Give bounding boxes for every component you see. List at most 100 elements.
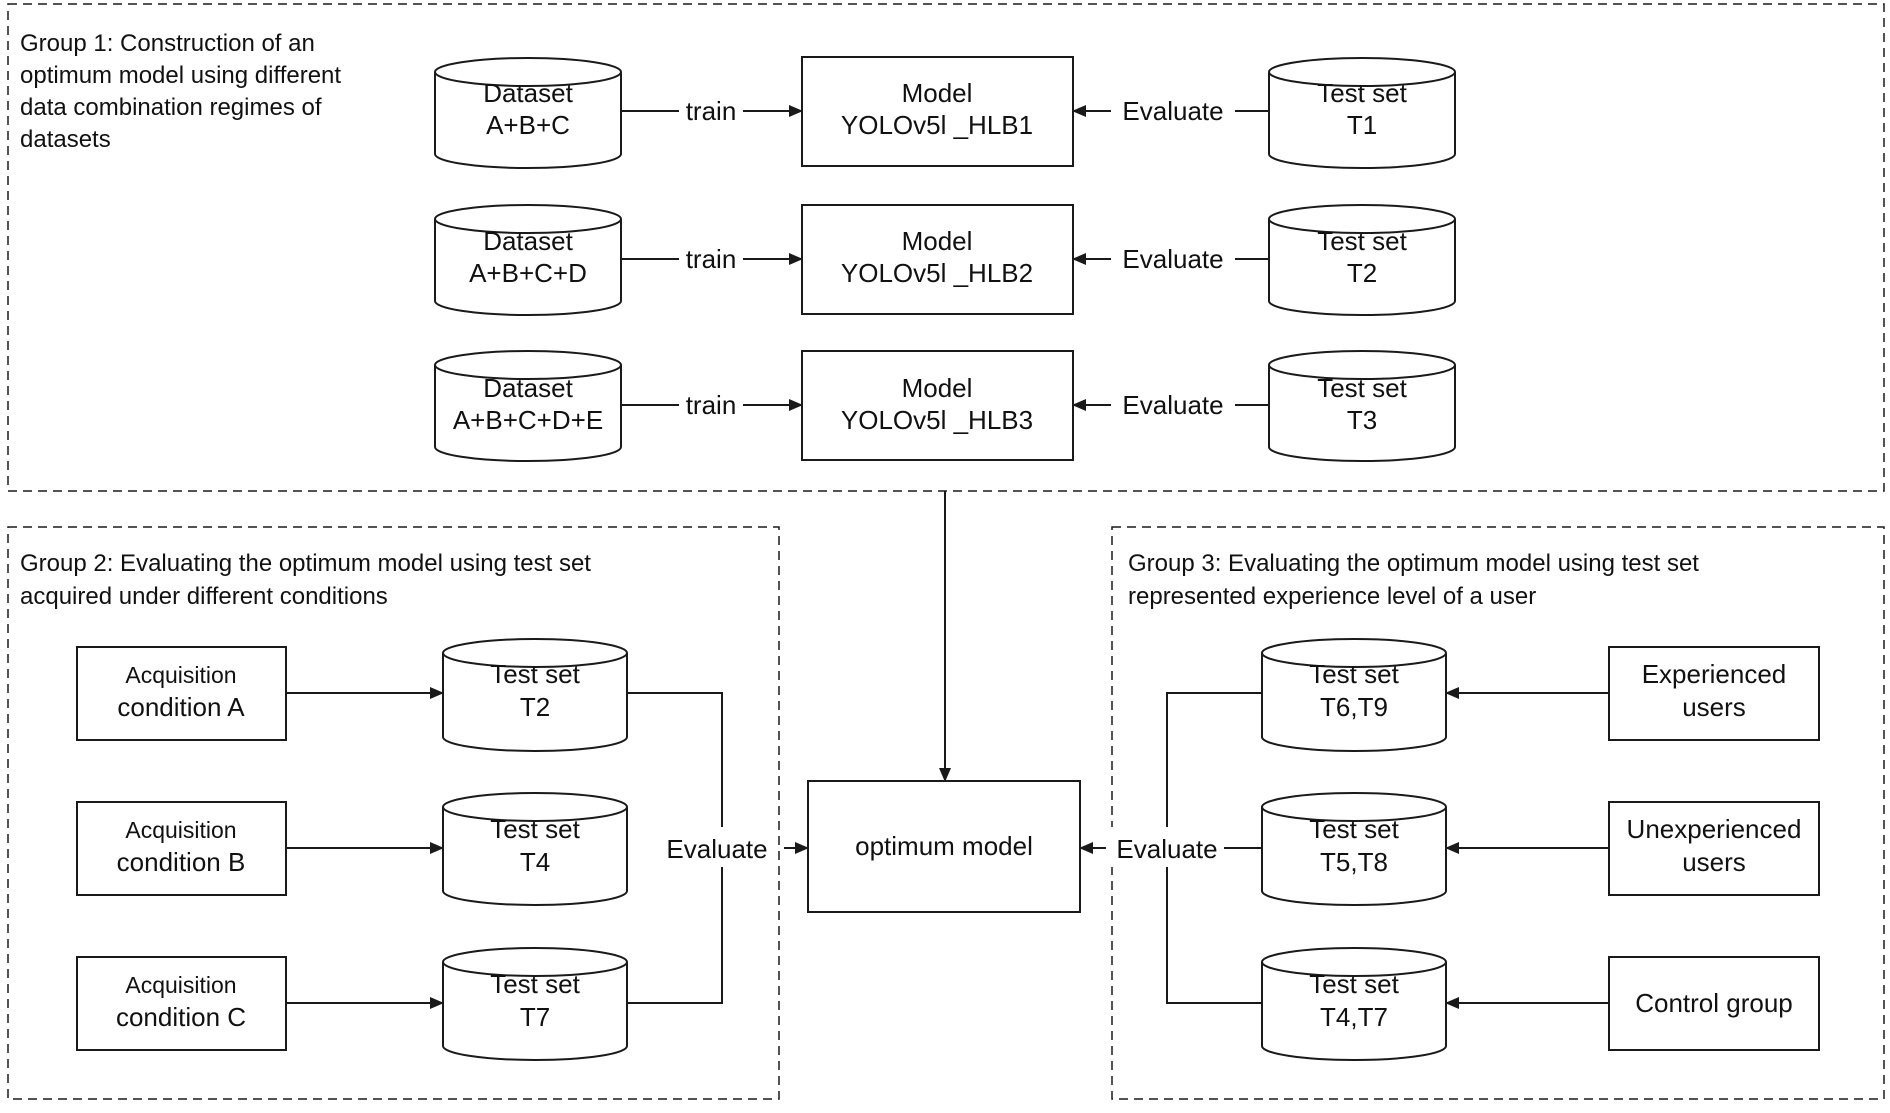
test-set-value: T2 <box>520 692 550 722</box>
test-set-label: Test set <box>1317 78 1407 108</box>
users-label: users <box>1682 847 1746 877</box>
acquisition-label: Acquisition <box>125 817 236 843</box>
cylinder-rim <box>1261 961 1447 977</box>
evaluate-label: Evaluate <box>1122 390 1223 420</box>
acquisition-condition: condition C <box>116 1002 246 1032</box>
test-set-label: Test set <box>490 969 580 999</box>
test-set-value: T6,T9 <box>1320 692 1388 722</box>
dataset-cylinder <box>434 350 622 462</box>
dataset-value: A+B+C+D <box>469 258 587 288</box>
test-set-label: Test set <box>1309 659 1399 689</box>
users-label: Experienced <box>1642 659 1787 689</box>
test-set-value: T7 <box>520 1002 550 1032</box>
group3-row-3: Test set T4,T7 Control group <box>1261 947 1820 1061</box>
evaluate-label-bg <box>1110 827 1224 867</box>
group1-title-line: Group 1: Construction of an <box>20 30 315 57</box>
test-set-cylinder <box>442 947 628 1061</box>
group3-title-line: Group 3: Evaluating the optimum model us… <box>1128 550 1699 577</box>
users-box <box>1608 646 1820 741</box>
test-set-label: Test set <box>490 814 580 844</box>
cylinder-rim <box>1268 218 1456 234</box>
group3-frame <box>1111 526 1885 1100</box>
group1-title-line: datasets <box>20 126 111 153</box>
model-box <box>801 56 1074 167</box>
model-box <box>801 204 1074 315</box>
group1-row-1: Dataset A+B+C train Model YOLOv5l _HLB1 … <box>434 56 1456 169</box>
group3-row-1: Test set T6,T9 Experienced users <box>1261 638 1820 752</box>
dataset-label: Dataset <box>483 373 573 403</box>
users-label: Unexperienced <box>1627 814 1802 844</box>
cylinder-rim <box>1261 806 1447 822</box>
cylinder-rim <box>442 652 628 668</box>
dataset-value: A+B+C+D+E <box>453 405 603 435</box>
optimum-model-label: optimum model <box>855 831 1033 861</box>
group1-row-2: Dataset A+B+C+D train Model YOLOv5l _HLB… <box>434 204 1456 316</box>
dataset-label: Dataset <box>483 226 573 256</box>
model-name: YOLOv5l _HLB3 <box>841 405 1033 435</box>
test-set-value: T4 <box>520 847 550 877</box>
model-box <box>801 350 1074 461</box>
group3-title-line: represented experience level of a user <box>1128 583 1536 610</box>
group3-row-2: Test set T5,T8 Unexperienced users <box>1261 792 1820 906</box>
group2-title: Group 2: Evaluating the optimum model us… <box>20 550 598 610</box>
test-set-cylinder <box>1261 792 1447 906</box>
optimum-model-box <box>807 780 1081 913</box>
test-set-cylinder <box>442 792 628 906</box>
acquisition-box <box>76 646 287 741</box>
group1-title-line: optimum model using different <box>20 62 341 89</box>
group2-title-line: Group 2: Evaluating the optimum model us… <box>20 550 591 577</box>
test-set-cylinder <box>1261 947 1447 1061</box>
users-box <box>1608 956 1820 1051</box>
group1-title-line: data combination regimes of <box>20 94 322 121</box>
group3-evaluate-label: Evaluate <box>1116 834 1217 864</box>
group2-title-line: acquired under different conditions <box>20 583 388 610</box>
train-label: train <box>686 96 737 126</box>
test-set-cylinder <box>1268 57 1456 169</box>
test-set-label: Test set <box>1309 814 1399 844</box>
test-set-cylinder <box>1268 350 1456 462</box>
test-set-value: T1 <box>1347 110 1377 140</box>
evaluate-label: Evaluate <box>1122 244 1223 274</box>
test-set-value: T3 <box>1347 405 1377 435</box>
users-label: Control group <box>1635 988 1793 1018</box>
test-set-cylinder <box>1268 204 1456 316</box>
group2-evaluate-label: Evaluate <box>666 834 767 864</box>
group2-row-3: Acquisition condition C Test set T7 <box>76 947 628 1061</box>
evaluate-label-bg <box>658 827 772 867</box>
acquisition-label: Acquisition <box>125 972 236 998</box>
dataset-value: A+B+C <box>486 110 570 140</box>
test-set-label: Test set <box>1317 226 1407 256</box>
cylinder-rim <box>434 364 622 380</box>
users-label: users <box>1682 692 1746 722</box>
model-label: Model <box>902 373 973 403</box>
group3-title: Group 3: Evaluating the optimum model us… <box>1128 550 1706 610</box>
test-set-cylinder <box>442 638 628 752</box>
cylinder-rim <box>1268 71 1456 87</box>
group2-row-2: Acquisition condition B Test set T4 <box>76 792 628 906</box>
cylinder-rim <box>442 961 628 977</box>
cylinder-rim <box>1268 364 1456 380</box>
group2-frame <box>7 526 780 1100</box>
cylinder-rim <box>1261 652 1447 668</box>
cylinder-rim <box>434 71 622 87</box>
model-label: Model <box>902 226 973 256</box>
acquisition-condition: condition B <box>117 847 246 877</box>
model-label: Model <box>902 78 973 108</box>
test-set-label: Test set <box>1309 969 1399 999</box>
group1-title: Group 1: Construction of an optimum mode… <box>20 30 348 153</box>
test-set-value: T5,T8 <box>1320 847 1388 877</box>
users-box <box>1608 801 1820 896</box>
test-set-label: Test set <box>1317 373 1407 403</box>
acquisition-condition: condition A <box>117 692 245 722</box>
group1-row-3: Dataset A+B+C+D+E train Model YOLOv5l _H… <box>434 350 1456 462</box>
test-set-label: Test set <box>490 659 580 689</box>
dataset-cylinder <box>434 204 622 316</box>
train-label: train <box>686 244 737 274</box>
model-name: YOLOv5l _HLB2 <box>841 258 1033 288</box>
cylinder-rim <box>434 218 622 234</box>
evaluate-label: Evaluate <box>1122 96 1223 126</box>
dataset-label: Dataset <box>483 78 573 108</box>
train-label: train <box>686 390 737 420</box>
cylinder-rim <box>442 806 628 822</box>
